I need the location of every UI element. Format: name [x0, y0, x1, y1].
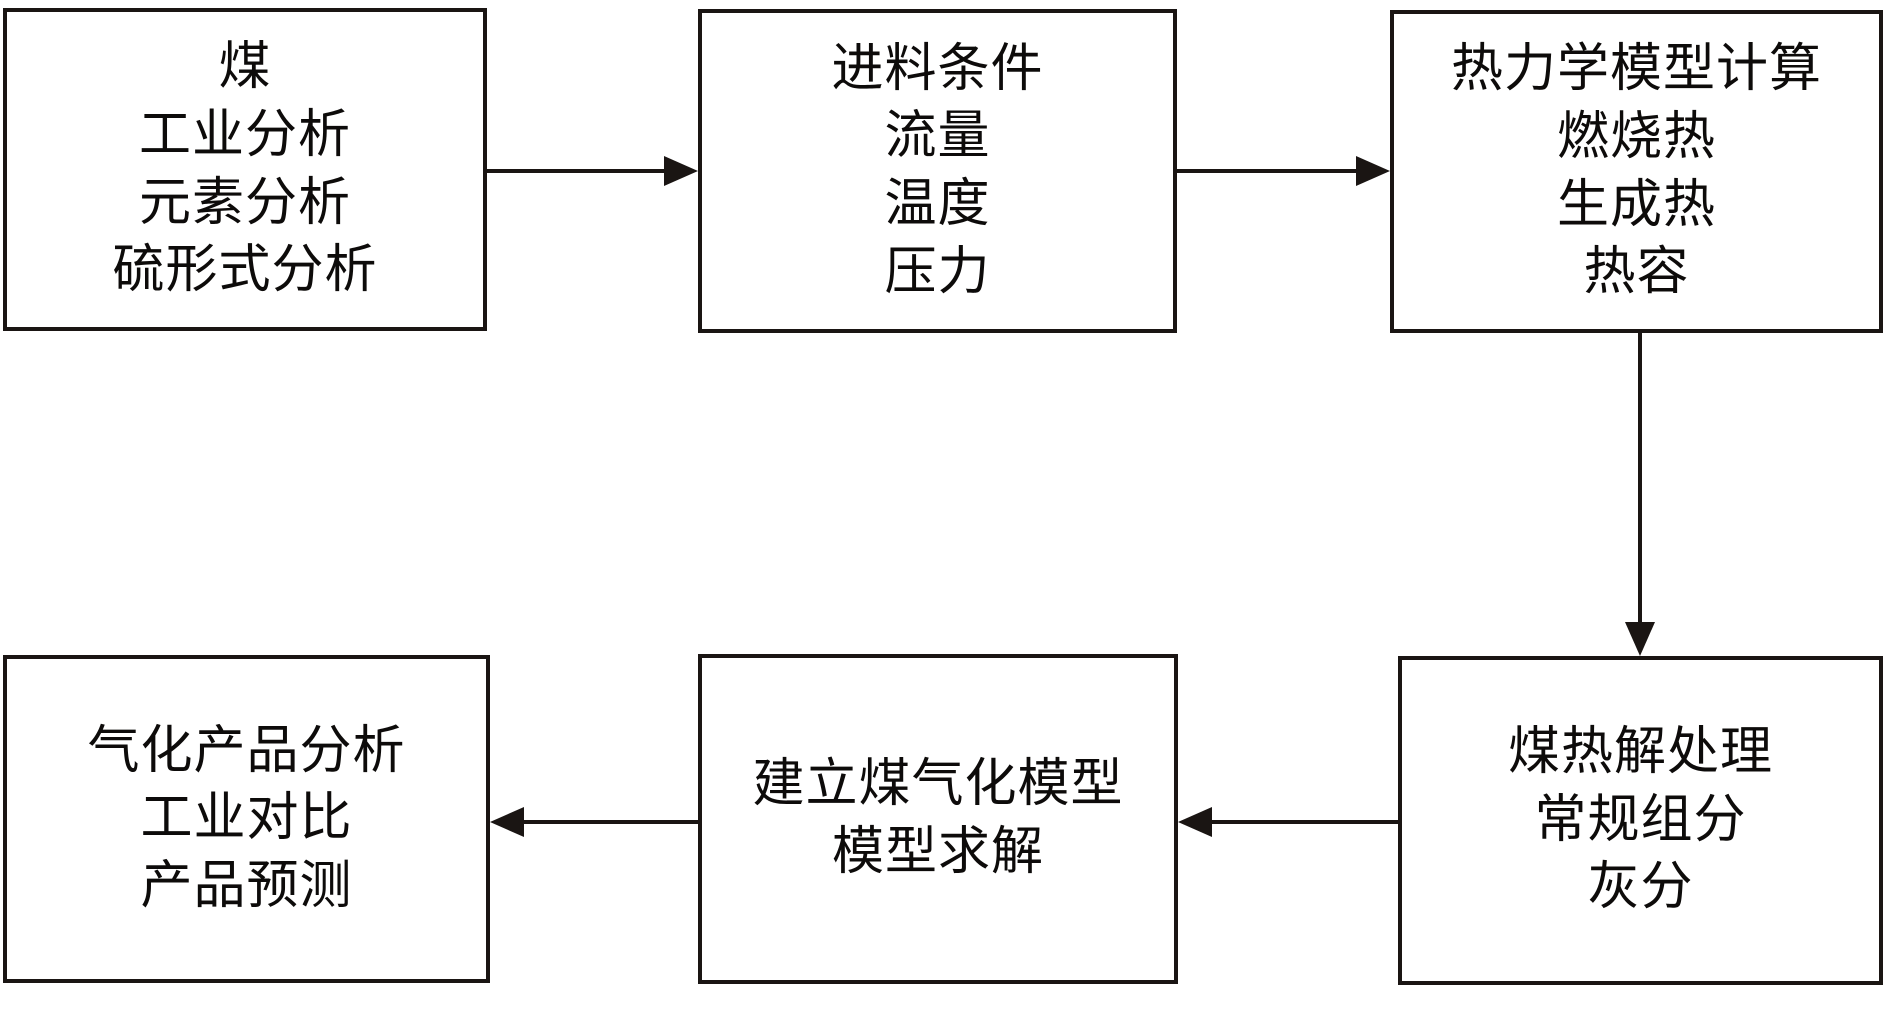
arrow-coal-to-feed: [487, 156, 698, 186]
node-model-line-1: 建立煤气化模型: [752, 756, 1124, 814]
node-pyrolysis-line-1: 煤热解处理: [1507, 724, 1773, 782]
node-feed-line-3: 温度: [884, 176, 991, 233]
node-coal-line-3: 元素分析: [138, 174, 351, 232]
arrow-shaft: [521, 820, 698, 824]
node-feed-line-1: 进料条件: [831, 40, 1044, 98]
arrowhead-right-icon: [664, 156, 698, 186]
arrow-thermo-to-pyrolysis: [1625, 333, 1655, 656]
node-products-line-2: 工业对比: [140, 790, 353, 848]
node-model-line-2: 模型求解: [831, 824, 1044, 881]
arrowhead-down-icon: [1625, 622, 1655, 656]
node-coal-gasification-model: 建立煤气化模型 模型求解: [698, 654, 1178, 984]
node-thermo-line-1: 热力学模型计算: [1450, 41, 1822, 99]
node-products-line-1: 气化产品分析: [87, 722, 406, 780]
node-thermo-line-3: 生成热: [1556, 176, 1716, 234]
arrow-model-to-products: [490, 807, 698, 837]
arrow-shaft: [1209, 820, 1398, 824]
node-coal-input: 煤 工业分析 元素分析 硫形式分析: [3, 8, 487, 331]
node-thermo-line-2: 燃烧热: [1556, 108, 1716, 166]
arrow-shaft: [1638, 333, 1642, 625]
node-feed-conditions: 进料条件 流量 温度 压力: [698, 9, 1177, 333]
node-products-line-3: 产品预测: [140, 857, 353, 915]
node-thermo-line-4: 热容: [1583, 244, 1690, 302]
node-feed-line-4: 压力: [884, 243, 991, 301]
node-thermodynamic-model-calculation: 热力学模型计算 燃烧热 生成热 热容: [1390, 10, 1883, 333]
arrow-pyrolysis-to-model: [1178, 807, 1398, 837]
node-pyrolysis-line-2: 常规组分: [1534, 791, 1747, 849]
arrowhead-right-icon: [1356, 156, 1390, 186]
arrowhead-left-icon: [1178, 807, 1212, 837]
node-coal-line-4: 硫形式分析: [112, 242, 378, 300]
node-coal-line-2: 工业分析: [138, 106, 351, 164]
arrowhead-left-icon: [490, 807, 524, 837]
node-feed-line-2: 流量: [884, 108, 991, 166]
node-pyrolysis-line-3: 灰分: [1587, 859, 1694, 917]
arrow-feed-to-thermo: [1177, 156, 1390, 186]
node-gasification-product-analysis: 气化产品分析 工业对比 产品预测: [3, 655, 490, 983]
arrow-shaft: [487, 169, 667, 173]
node-coal-line-1: 煤: [218, 39, 272, 97]
arrow-shaft: [1177, 169, 1359, 173]
node-coal-pyrolysis-treatment: 煤热解处理 常规组分 灰分: [1398, 656, 1883, 985]
